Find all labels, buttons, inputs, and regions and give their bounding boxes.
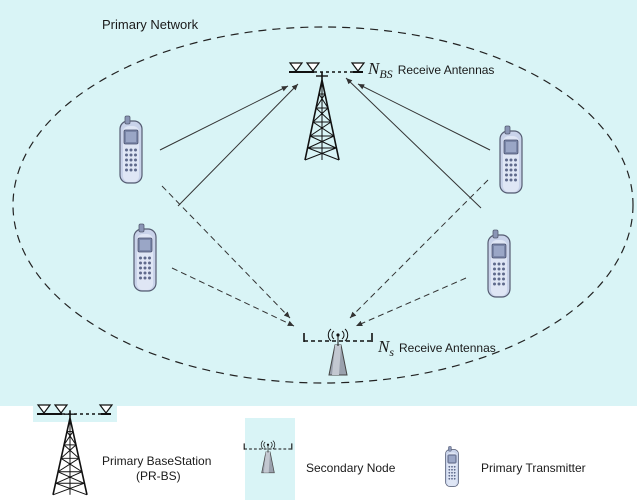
sn-antenna-subscript: s [389, 345, 394, 359]
sn-antenna-label: Ns Receive Antennas [377, 337, 496, 359]
dlink-phone1-sn [161, 185, 291, 319]
bs-antenna-text: Receive Antennas [398, 63, 495, 77]
legend-tower-bg [33, 404, 117, 422]
link-phone4-bs [345, 77, 482, 209]
legend-mobile-phone-icon [445, 446, 459, 487]
mobile-phone-icon [133, 223, 157, 292]
legend-transmitter-label: Primary Transmitter [481, 461, 586, 475]
legend-base-station: Primary BaseStation (PR-BS) [36, 404, 211, 496]
legend-secondary-node-label: Secondary Node [306, 461, 396, 475]
legend-cell-tower-icon [52, 409, 88, 496]
link-phone2-bs [177, 83, 299, 207]
dlink-phone2-sn [171, 267, 295, 327]
dlink-phone3-sn [349, 179, 489, 319]
link-phone1-bs [159, 85, 289, 151]
legend-transmitter: Primary Transmitter [445, 446, 586, 487]
network-boundary [12, 26, 634, 384]
solid-links [159, 77, 491, 209]
bs-antenna-symbol: N [367, 59, 381, 78]
mobile-phone-icon [499, 125, 523, 194]
legend-base-station-line1: Primary BaseStation [102, 454, 211, 468]
mobile-phone-icon [487, 229, 511, 298]
bs-antenna-subscript: BS [379, 67, 392, 81]
link-phone3-bs [357, 83, 491, 151]
network-background [0, 0, 637, 406]
sn-antenna-text: Receive Antennas [399, 341, 496, 355]
dashed-links [161, 179, 489, 327]
bs-antenna-label: NBS Receive Antennas [367, 59, 494, 81]
legend-secondary-node: Secondary Node [243, 440, 396, 475]
sn-antenna-symbol: N [377, 337, 391, 356]
legend: Primary BaseStation (PR-BS) Secondary No… [36, 404, 586, 496]
dlink-phone4-sn [355, 277, 467, 327]
region-label: Primary Network [102, 17, 199, 32]
legend-base-station-line2: (PR-BS) [136, 469, 181, 483]
mobile-phone-icon [119, 115, 143, 184]
